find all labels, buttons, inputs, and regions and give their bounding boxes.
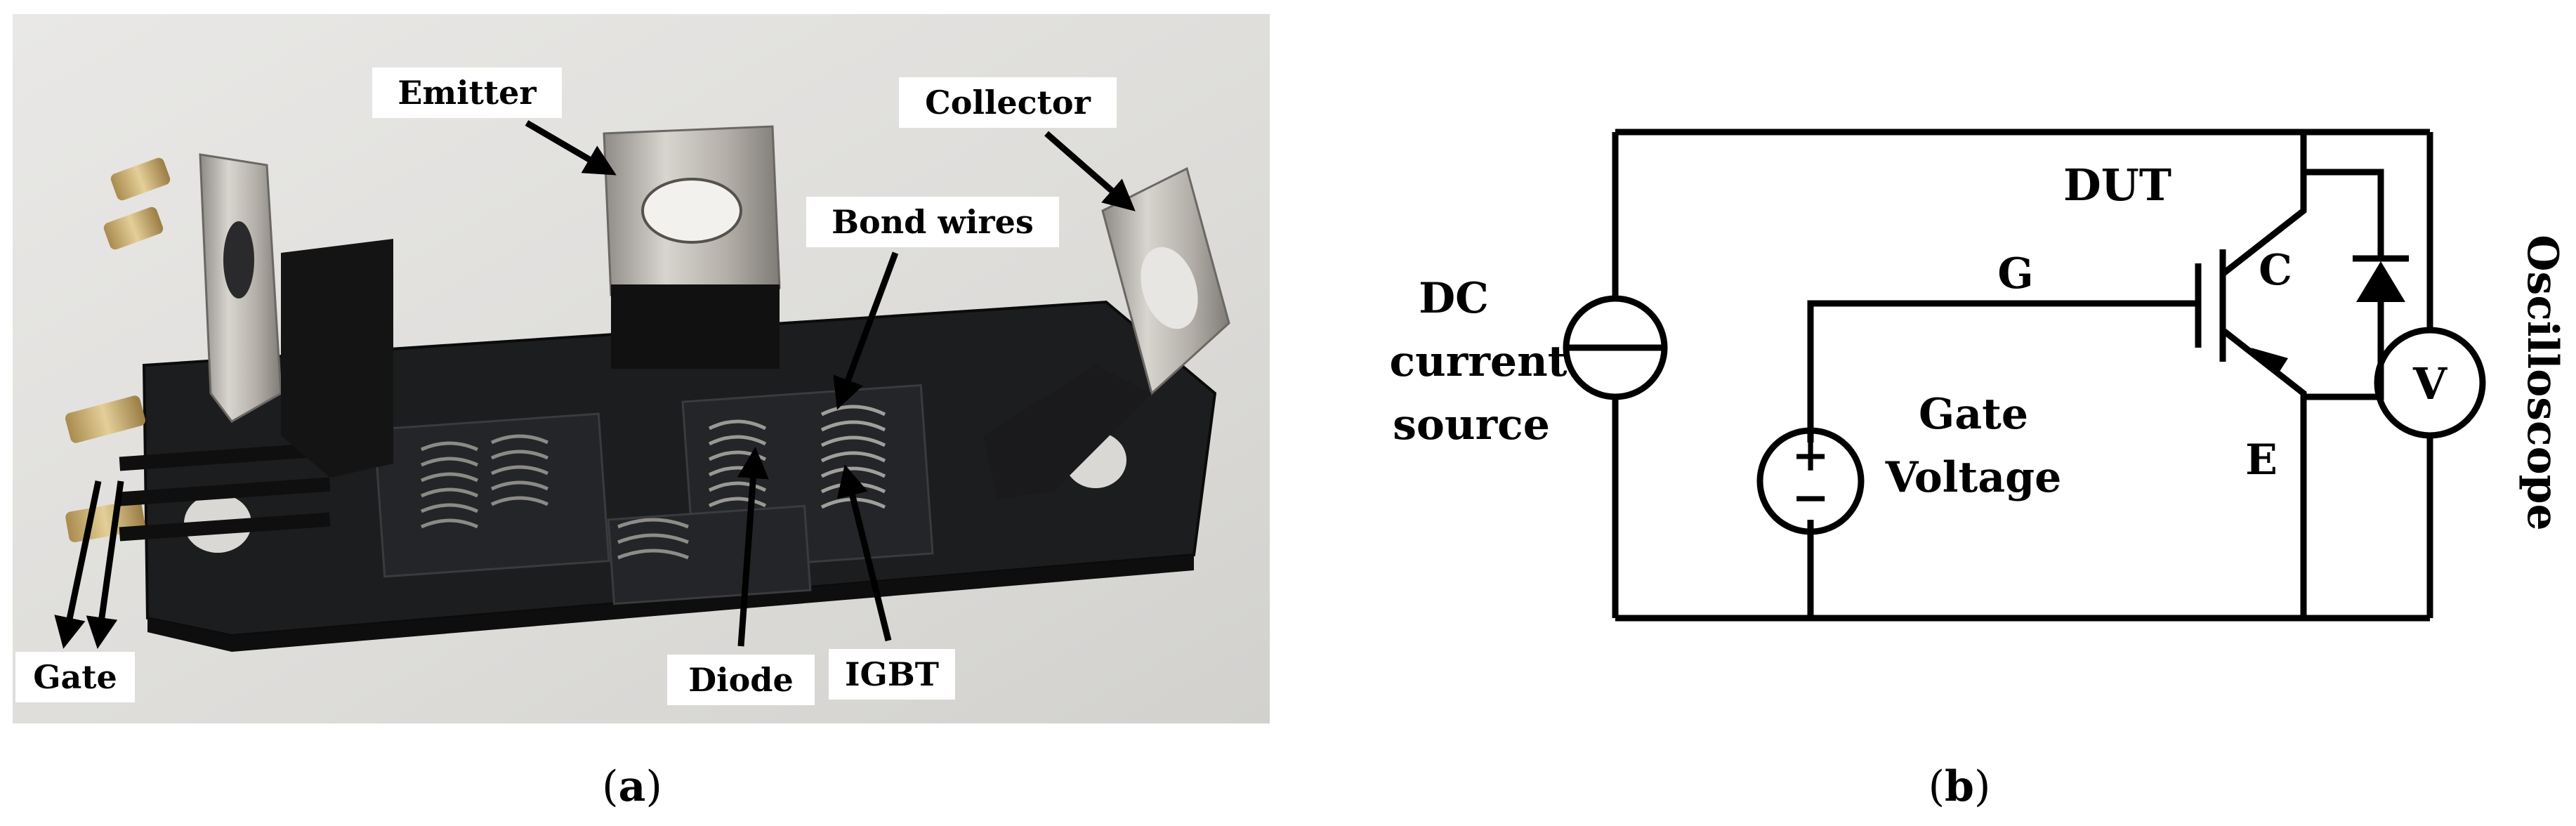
label-minus: − bbox=[1792, 471, 1829, 524]
wire-diode-top bbox=[2304, 169, 2384, 260]
circuit-labels: DC current source DUT G C E Gate Voltage… bbox=[1390, 159, 2567, 531]
diode-triangle bbox=[2356, 261, 2405, 302]
arrow-diode bbox=[737, 447, 769, 647]
label-v: V bbox=[2412, 358, 2447, 409]
bond-wires-chip-left bbox=[420, 434, 549, 529]
arrow-collector bbox=[1044, 131, 1136, 211]
label-g: G bbox=[1997, 249, 2033, 299]
label-collector: Collector bbox=[899, 77, 1117, 128]
label-e: E bbox=[2245, 435, 2278, 485]
baseplate-edge bbox=[147, 555, 1194, 652]
arrow-bond-wires bbox=[833, 251, 899, 410]
label-gate: Gate bbox=[1919, 390, 2028, 439]
voltmeter bbox=[2374, 327, 2486, 439]
gate-pins bbox=[65, 157, 331, 542]
caption-b: (b) bbox=[1928, 762, 1991, 811]
label-diode: Diode bbox=[667, 655, 815, 705]
label-gate: Gate bbox=[15, 652, 135, 702]
svg-text:Bond wires: Bond wires bbox=[832, 203, 1034, 241]
dc-current-source bbox=[1563, 295, 1668, 400]
left-housing bbox=[281, 239, 393, 478]
label-oscilloscope: Oscilloscope bbox=[2518, 235, 2567, 530]
svg-text:IGBT: IGBT bbox=[845, 655, 939, 693]
arrow-igbt bbox=[836, 464, 892, 642]
collector-terminal-bend bbox=[983, 365, 1152, 499]
label-emitter: Emitter bbox=[372, 67, 562, 118]
arrow-emitter bbox=[525, 120, 617, 176]
svg-text:Gate: Gate bbox=[33, 658, 117, 696]
igbt-collector-lead bbox=[2221, 132, 2307, 277]
wire-diode-bottom bbox=[2304, 302, 2384, 400]
label-dut: DUT bbox=[2063, 159, 2171, 211]
wire-gate-drive bbox=[1807, 300, 2198, 442]
pointer-arrows bbox=[54, 120, 1136, 649]
label-voltage: Voltage bbox=[1885, 453, 2062, 502]
label-bond-wires: Bond wires bbox=[806, 197, 1059, 247]
left-terminal-hole bbox=[223, 221, 254, 299]
arrow-gate-1 bbox=[54, 480, 102, 649]
svg-text:Emitter: Emitter bbox=[397, 74, 537, 112]
label-plus: + bbox=[1792, 429, 1829, 482]
test-circuit bbox=[1563, 129, 2486, 622]
label-source: source bbox=[1393, 400, 1550, 450]
emitter-terminal-hole bbox=[641, 178, 742, 244]
label-current: current bbox=[1390, 337, 1568, 386]
arrow-gate-2 bbox=[86, 480, 124, 649]
label-dc: DC bbox=[1419, 274, 1489, 323]
svg-text:Collector: Collector bbox=[925, 84, 1091, 122]
igbt-emitter-lead bbox=[2221, 327, 2307, 618]
svg-text:Diode: Diode bbox=[688, 661, 793, 699]
label-c: C bbox=[2259, 246, 2292, 295]
label-igbt: IGBT bbox=[829, 649, 955, 700]
substrate-pads bbox=[373, 383, 934, 605]
igbt-emitter-arrow bbox=[2251, 348, 2288, 376]
caption-a: (a) bbox=[602, 762, 662, 811]
emitter-terminal-stem bbox=[611, 284, 780, 369]
gate-voltage-source bbox=[1756, 427, 1865, 535]
module-photo: Emitter Collector Bond wires Diode IGBT … bbox=[13, 14, 1270, 723]
bond-wires-bottom bbox=[617, 518, 689, 560]
collector-terminal-hole bbox=[1141, 247, 1198, 329]
